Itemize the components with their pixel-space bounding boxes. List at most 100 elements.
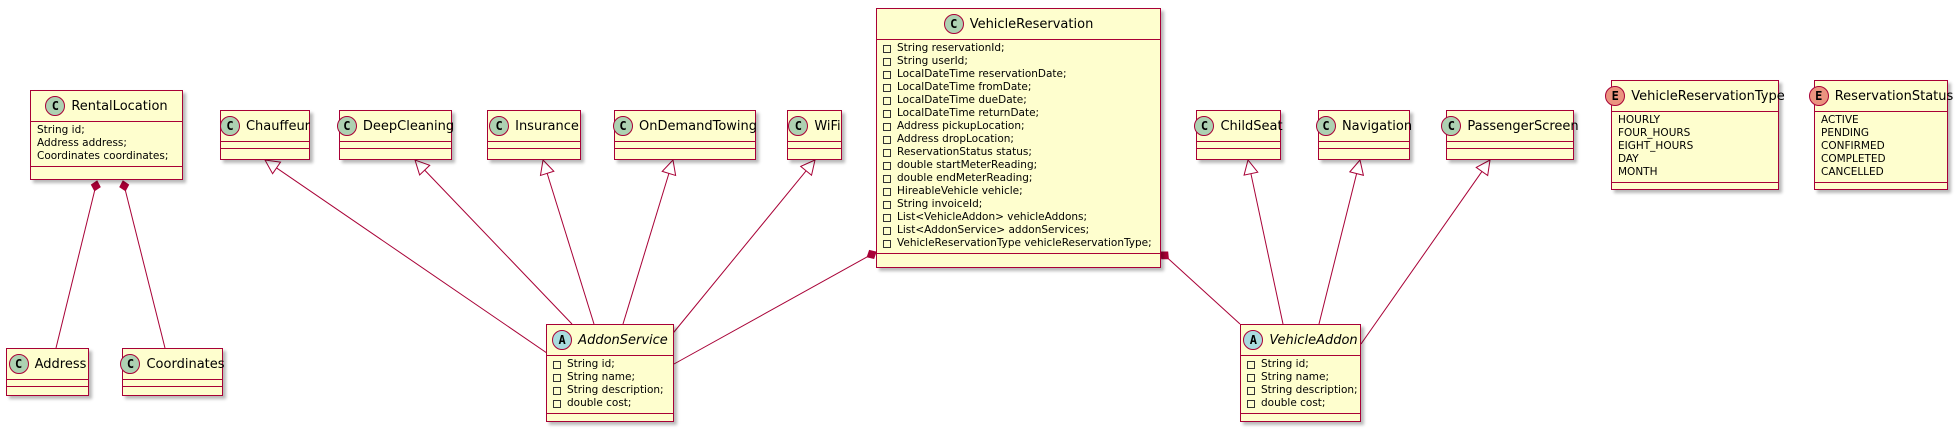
field-row: LocalDateTime dueDate; bbox=[883, 94, 1152, 107]
class-header: C ChildSeat bbox=[1194, 111, 1283, 141]
field-text: String name; bbox=[1261, 371, 1329, 383]
private-visibility-icon bbox=[883, 44, 891, 53]
private-visibility-icon bbox=[883, 122, 891, 131]
field-text: String id; bbox=[567, 358, 615, 370]
field-text: Address dropLocation; bbox=[897, 133, 1014, 145]
class-name: ReservationStatus bbox=[1834, 88, 1954, 104]
field-text: LocalDateTime dueDate; bbox=[897, 94, 1027, 106]
inheritance-link-deep-cleaning bbox=[414, 159, 573, 325]
class-methods bbox=[615, 148, 755, 149]
field-row: double cost; bbox=[553, 397, 665, 410]
field-text: String id; bbox=[37, 124, 85, 136]
enum-value: MONTH bbox=[1618, 166, 1770, 179]
field-text: LocalDateTime fromDate; bbox=[897, 81, 1032, 93]
field-row: String name; bbox=[553, 371, 665, 384]
private-visibility-icon bbox=[883, 57, 891, 66]
private-visibility-icon bbox=[883, 213, 891, 222]
class-header: C PassengerScreen bbox=[1441, 111, 1579, 141]
private-visibility-icon bbox=[553, 399, 561, 408]
private-visibility-icon bbox=[1247, 399, 1255, 408]
class-child-seat: C ChildSeat bbox=[1194, 110, 1283, 160]
class-methods bbox=[221, 148, 309, 149]
field-row: Coordinates coordinates; bbox=[37, 150, 174, 163]
field-text: ReservationStatus status; bbox=[897, 146, 1032, 158]
class-methods bbox=[1197, 148, 1280, 149]
enum-value-text: EIGHT_HOURS bbox=[1618, 140, 1694, 152]
class-badge-icon: C bbox=[1194, 116, 1215, 136]
class-badge-icon: C bbox=[219, 116, 240, 136]
private-visibility-icon bbox=[883, 109, 891, 118]
enum-value: HOURLY bbox=[1618, 114, 1770, 127]
class-name: Chauffeur bbox=[245, 118, 311, 134]
private-visibility-icon bbox=[883, 83, 891, 92]
enum-value-text: COMPLETED bbox=[1821, 153, 1886, 165]
field-text: double startMeterReading; bbox=[897, 159, 1038, 171]
field-row: String description; bbox=[553, 384, 665, 397]
enum-value-text: MONTH bbox=[1618, 166, 1658, 178]
field-row: String description; bbox=[1247, 384, 1358, 397]
field-text: List<AddonService> addonServices; bbox=[897, 224, 1090, 236]
class-name: ChildSeat bbox=[1220, 118, 1283, 134]
enum-value: DAY bbox=[1618, 153, 1770, 166]
class-badge-icon: C bbox=[336, 116, 357, 136]
class-fields bbox=[1197, 141, 1280, 148]
composition-link-rental-location bbox=[119, 180, 166, 349]
class-fields: String reservationId;String userId;Local… bbox=[877, 39, 1160, 253]
field-row: String id; bbox=[1247, 358, 1352, 371]
class-name: PassengerScreen bbox=[1467, 118, 1579, 134]
class-methods bbox=[788, 148, 841, 149]
enum-value-text: PENDING bbox=[1821, 127, 1869, 139]
field-row: LocalDateTime returnDate; bbox=[883, 107, 1152, 120]
field-text: Coordinates coordinates; bbox=[37, 150, 169, 162]
class-name: VehicleAddon bbox=[1269, 332, 1358, 348]
composition-link-vehicle-reservation bbox=[1160, 251, 1241, 325]
class-header: A AddonService bbox=[547, 325, 673, 355]
class-fields: String id;String name;String description… bbox=[547, 355, 673, 413]
class-chauffeur: C Chauffeur bbox=[219, 110, 311, 160]
field-text: Address pickupLocation; bbox=[897, 120, 1025, 132]
class-badge-icon: C bbox=[1441, 116, 1462, 136]
class-passenger-screen: C PassengerScreen bbox=[1441, 110, 1579, 160]
enum-value: CONFIRMED bbox=[1821, 140, 1939, 153]
field-row: List<AddonService> addonServices; bbox=[883, 224, 1152, 237]
abstract-badge-icon: A bbox=[552, 330, 573, 350]
private-visibility-icon bbox=[883, 135, 891, 144]
field-text: String description; bbox=[567, 384, 664, 396]
class-name: WiFi bbox=[814, 118, 841, 134]
class-name: OnDemandTowing bbox=[638, 118, 758, 134]
inheritance-link-insurance bbox=[539, 158, 595, 325]
class-badge-icon: C bbox=[120, 354, 141, 374]
enum-value-text: HOURLY bbox=[1618, 114, 1661, 126]
class-header: C DeepCleaning bbox=[336, 111, 455, 141]
private-visibility-icon bbox=[883, 161, 891, 170]
field-text: List<VehicleAddon> vehicleAddons; bbox=[897, 211, 1088, 223]
field-row: VehicleReservationType vehicleReservatio… bbox=[883, 237, 1152, 250]
private-visibility-icon bbox=[883, 70, 891, 79]
field-text: LocalDateTime returnDate; bbox=[897, 107, 1040, 119]
private-visibility-icon bbox=[883, 148, 891, 157]
class-name: VehicleReservationType bbox=[1631, 88, 1785, 104]
enum-methods bbox=[1612, 182, 1778, 183]
private-visibility-icon bbox=[1247, 360, 1255, 369]
field-text: double cost; bbox=[1261, 397, 1326, 409]
class-name: Navigation bbox=[1341, 118, 1413, 134]
class-deep-cleaning: C DeepCleaning bbox=[336, 110, 455, 160]
class-name: DeepCleaning bbox=[362, 118, 455, 134]
enum-value: EIGHT_HOURS bbox=[1618, 140, 1770, 153]
enum-value-text: CONFIRMED bbox=[1821, 140, 1885, 152]
field-row: double endMeterReading; bbox=[883, 172, 1152, 185]
class-name: AddonService bbox=[578, 332, 668, 348]
class-badge-icon: C bbox=[45, 96, 66, 116]
